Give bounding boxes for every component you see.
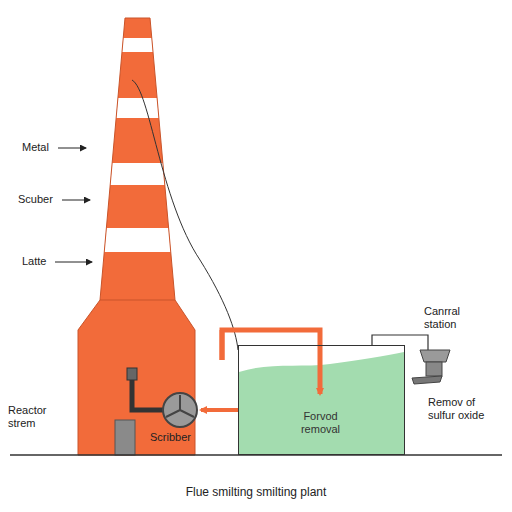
scrubber-fan (163, 393, 197, 427)
part-label: Latte (22, 255, 54, 268)
caption: Flue smilting smilting plant (60, 486, 452, 499)
part-label: Metal (22, 141, 62, 154)
tank-label: Forvod removal (286, 410, 356, 436)
chimney (70, 10, 210, 460)
door (115, 420, 135, 455)
removal-tank: Forvod removal (238, 345, 405, 455)
part-label: Scribber (150, 431, 210, 444)
part-label: Scuber (18, 193, 62, 206)
part-label: Reactor strem (8, 404, 56, 430)
gas-pipe (222, 330, 320, 394)
chimney-outline (78, 18, 195, 455)
part-label: Remov of sulfur oxide (428, 396, 500, 422)
part-label: Canrral station (424, 305, 474, 331)
wire (132, 80, 238, 350)
